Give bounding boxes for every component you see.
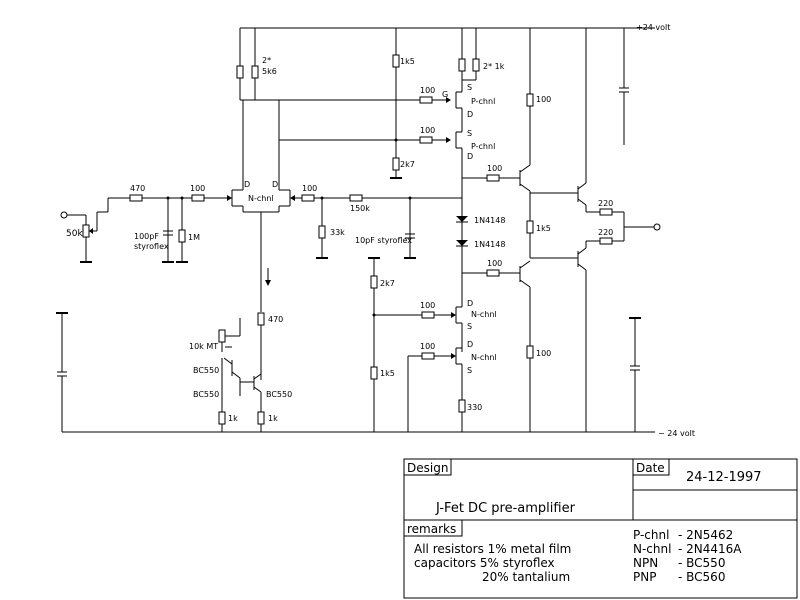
r-100-n1-label: 100 [420,301,435,310]
tail-current-source: 470 10k MT BC550 BC550 BC550 1k 1k [189,312,292,432]
resistor-1m [178,229,186,243]
styroflex-label: styroflex [134,242,169,251]
part-nchnl: - 2N4416A [678,542,742,556]
r-33k-label: 33k [330,228,345,237]
diode-1n4148-2: 1N4148 [456,240,505,249]
p-chnl-bias: 1k5 2k7 [390,28,415,179]
r-100-fb-label: 100 [302,184,317,193]
n1-source-label: S [467,322,472,331]
resistor-100-in [191,194,205,202]
bc550-b-label: BC550 [193,390,219,399]
r-100-out-top-label: 100 [487,164,502,173]
load-resistors-5k6: 2* 5k6 [236,28,279,101]
source-label: S [467,83,472,92]
positive-rail: +24 volt [240,23,670,32]
r-100-vert-top-label: 100 [536,95,551,104]
pot-50k [82,224,90,238]
part-type-npn: NPN [633,556,658,570]
output-terminal [653,223,661,231]
r-1k5-mid-label: 1k5 [536,224,551,233]
r-1k-a-label: 1k [228,414,238,423]
input-terminal [60,211,68,219]
r-100-n2-label: 100 [420,342,435,351]
d2-label: 1N4148 [474,240,505,249]
design-title: J-Fet DC pre-amplifier [435,501,576,516]
negative-rail: − 24 volt [62,429,695,438]
remarks-line-2: capacitors 5% styroflex [414,556,555,570]
r-100-p1-label: 100 [420,86,435,95]
pot-10k-label: 10k MT [189,342,218,351]
jfet-n-drain-b: D [272,180,278,189]
r-1m-label: 1M [188,233,200,242]
supply-pos-label: +24 volt [636,23,670,32]
bc550-c-label: BC550 [266,390,292,399]
p-chnl-label-1: P-chnl [471,97,495,106]
date-value: 24-12-1997 [686,470,762,485]
r-2k7-bot-label: 2k7 [380,279,395,288]
p-chnl-jfet-2: 100 S D P-chnl [419,126,495,161]
n-chnl-jfet-2: 100 D S N-chnl [420,340,497,375]
source-label-2: S [467,129,472,138]
r-150k-label: 150k [350,204,370,213]
part-type-nchnl: N-chnl [633,542,671,556]
input-stage: 50k 470 100pF styroflex 1M 100 [60,184,232,263]
n1-drain-label: D [467,299,473,308]
bc550-a-label: BC550 [193,366,219,375]
n-chnl-label: N-chnl [248,194,274,203]
output-stage: 100 100 100 1k5 100 220 [462,28,661,432]
n-chnl-jfet-1: 100 D S N-chnl [420,299,497,331]
gate-label: G [442,90,448,99]
n-chnl-bias: 2k7 1k5 [368,257,451,432]
remarks-heading: remarks [407,522,456,536]
r-100-out-bot-label: 100 [487,259,502,268]
drain-label-2: D [467,152,473,161]
diode-1n4148-1: 1N4148 [456,216,505,225]
r-220-a-label: 220 [598,199,613,208]
r-330-label: 330 [467,403,482,412]
supply-neg-label: − 24 volt [658,429,695,438]
r-5k6-mult: 2* [262,56,271,65]
p-chnl-jfet-1: 100 G S D P-chnl [419,83,495,119]
n-chnl-label-1: N-chnl [471,310,497,319]
r-1k5-top-label: 1k5 [400,57,415,66]
date-heading: Date [636,461,665,475]
part-npn: - BC550 [678,556,725,570]
decoupling-caps [56,28,641,432]
r-2k7-top-label: 2k7 [400,160,415,169]
r-100-p2-label: 100 [420,126,435,135]
r-470-in-label: 470 [130,184,145,193]
p-chnl-label-2: P-chnl [471,142,495,151]
part-pchnl: - 2N5462 [678,528,733,542]
design-heading: Design [407,461,448,475]
r-100-in-label: 100 [190,184,205,193]
d1-label: 1N4148 [474,216,505,225]
part-type-pnp: PNP [633,570,656,584]
r-2x1k-label: 2* 1k [483,62,505,71]
r-100-vert-bot-label: 100 [536,349,551,358]
r-470-tail-label: 470 [268,315,283,324]
resistor-330 [458,399,466,413]
r-220-b-label: 220 [598,228,613,237]
c-100pf-label: 100pF [134,232,159,241]
feedback-network: 100 33k 150k 10pF styroflex [295,184,462,259]
c-10pf-label: 10pF styroflex [355,236,412,245]
remarks-line-1: All resistors 1% metal film [414,542,571,556]
jfet-n-drain-a: D [244,180,250,189]
remarks-line-3: 20% tantalium [482,570,570,584]
n-chnl-label-2: N-chnl [471,353,497,362]
title-block: Design Date 24-12-1997 J-Fet DC pre-ampl… [403,458,798,599]
part-pnp: - BC560 [678,570,725,584]
n2-source-label: S [467,366,472,375]
drain-label: D [467,110,473,119]
part-type-pchnl: P-chnl [633,528,669,542]
r-1k5-bot-label: 1k5 [380,369,395,378]
r-5k6-label: 5k6 [262,67,277,76]
resistor-470-in [129,194,143,202]
r-1k-b-label: 1k [268,414,278,423]
source-resistors-1k: 2* 1k [458,28,505,92]
pot-50k-label: 50k [66,229,83,239]
n-chnl-dual-jfet: D D N-chnl [227,100,295,312]
n2-drain-label: D [467,340,473,349]
